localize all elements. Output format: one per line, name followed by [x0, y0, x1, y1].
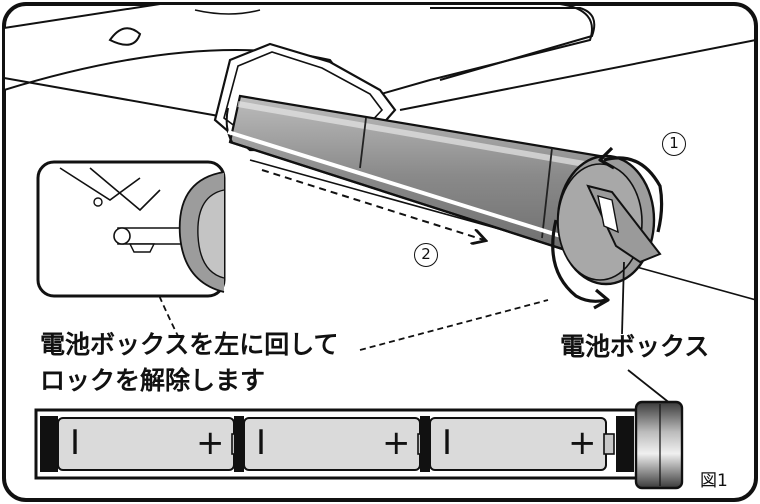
- rotate-arrow-top: [603, 156, 664, 233]
- cell-plus-mark: +: [196, 423, 225, 463]
- unlock-instruction-line2: ロックを解除します: [40, 366, 266, 395]
- cell-minus-mark: I: [442, 423, 453, 463]
- pull-out-arrow: [261, 169, 484, 240]
- step-marker-2: 2: [414, 243, 438, 267]
- cell-minus-mark: I: [70, 423, 81, 463]
- figure-label: 図1: [700, 471, 728, 491]
- cell-plus-mark: +: [568, 423, 597, 463]
- battery-cap-end: [634, 400, 684, 490]
- cell-plus-mark: +: [382, 423, 411, 463]
- unlock-instruction-line1: 電池ボックスを左に回して: [40, 330, 339, 359]
- battery-cells: [34, 400, 684, 490]
- cell-minus-mark: I: [256, 423, 267, 463]
- battery-box-label: 電池ボックス: [560, 332, 710, 361]
- leader-line-box: [621, 261, 625, 335]
- rotate-arrow-bottom: [551, 219, 607, 303]
- lock-detail-inset: [36, 160, 226, 298]
- step-marker-1: 1: [662, 132, 686, 156]
- leader-line-unlock: [359, 299, 549, 351]
